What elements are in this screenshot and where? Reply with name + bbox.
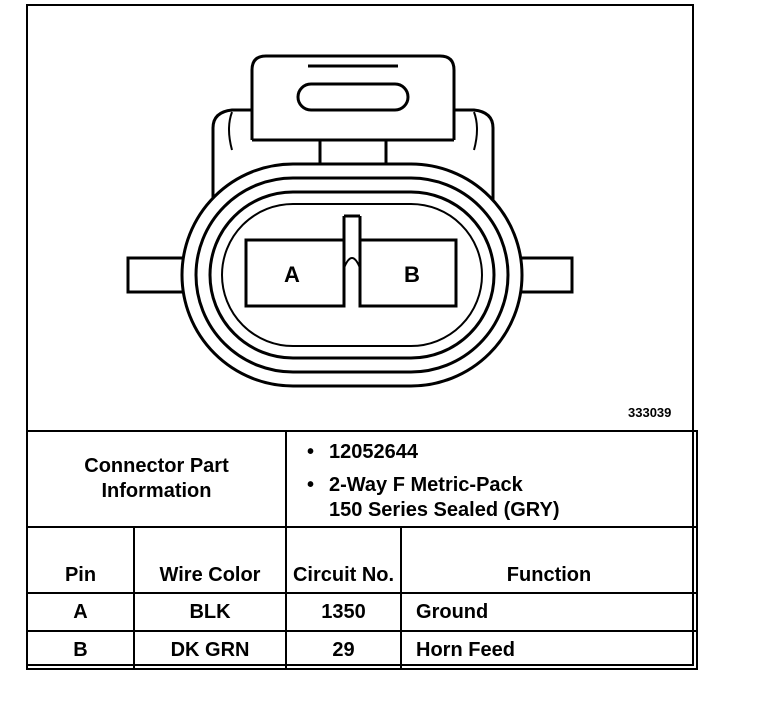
part-number: 12052644 <box>307 440 692 465</box>
cell-function: Ground <box>400 592 699 632</box>
cell-pin: B <box>26 630 135 670</box>
cell-wire-color: DK GRN <box>132 630 288 670</box>
connector-part-details: 12052644 2-Way F Metric-Pack 150 Series … <box>285 430 699 528</box>
cell-function: Horn Feed <box>400 630 699 670</box>
latch-slot <box>296 82 410 112</box>
connector-outer-body <box>180 162 524 388</box>
pin-b-label: B <box>404 262 420 287</box>
cell-circuit: 29 <box>285 630 403 670</box>
left-ear <box>126 256 190 294</box>
table-header-row: Pin Wire Color Circuit No. Function <box>26 526 699 594</box>
connector-part-info-label: Connector Part Information <box>25 430 288 528</box>
header-wire-color: Wire Color <box>132 526 288 594</box>
header-function: Function <box>400 526 699 594</box>
pin-a-cavity <box>244 238 346 308</box>
pin-a-label: A <box>284 262 300 287</box>
connector-top-housing <box>211 54 495 200</box>
cell-pin: A <box>26 592 135 632</box>
center-key <box>342 214 362 306</box>
header-circuit: Circuit No. <box>285 526 403 594</box>
figure-number: 333039 <box>628 405 672 420</box>
connector-info-row: Connector Part Information 12052644 2-Wa… <box>25 430 699 528</box>
connector-table: Connector Part Information 12052644 2-Wa… <box>25 430 699 670</box>
table-row: B DK GRN 29 Horn Feed <box>26 630 699 670</box>
table-row: A BLK 1350 Ground <box>26 592 699 632</box>
header-pin: Pin <box>26 526 135 594</box>
right-ear <box>514 256 574 294</box>
connector-description-2: 150 Series Sealed (GRY) <box>329 499 560 521</box>
cell-circuit: 1350 <box>285 592 403 632</box>
connector-description-1: 2-Way F Metric-Pack <box>307 473 692 498</box>
cell-wire-color: BLK <box>132 592 288 632</box>
